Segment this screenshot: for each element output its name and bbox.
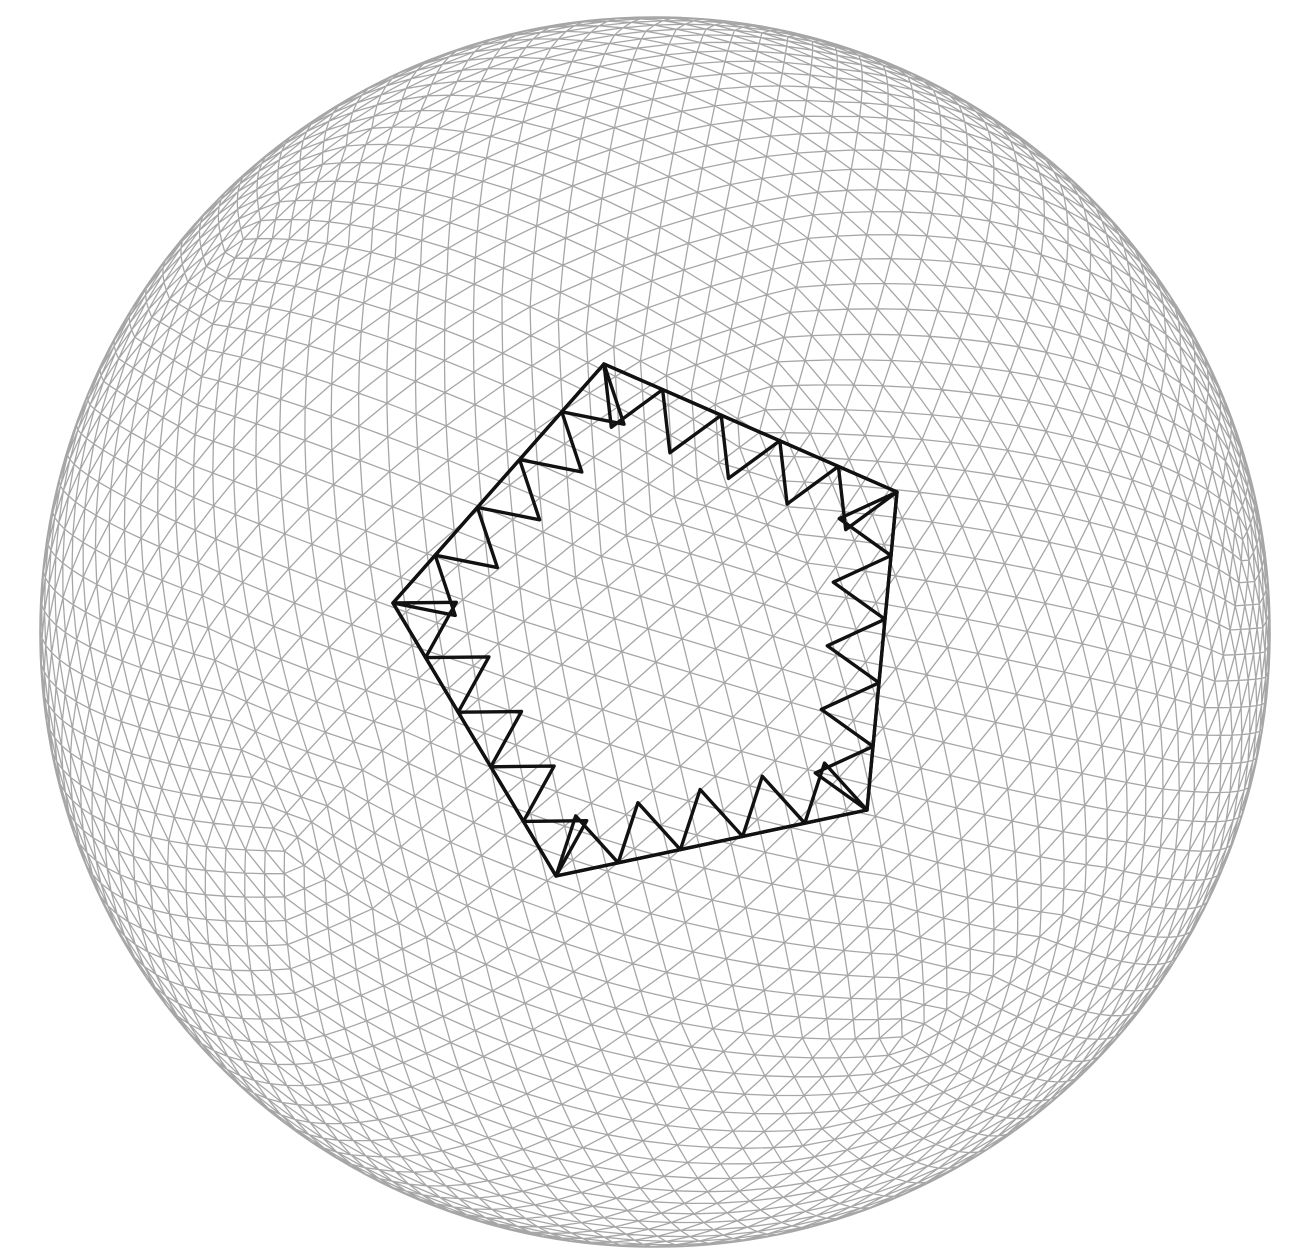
mesh-edges <box>40 17 1270 1247</box>
sphere-mesh <box>40 17 1270 1247</box>
ring-triangle <box>839 492 897 556</box>
ring-triangle <box>743 776 805 836</box>
ring-triangle <box>523 821 586 876</box>
ring-triangle <box>833 556 891 620</box>
ring-triangle <box>520 412 582 472</box>
